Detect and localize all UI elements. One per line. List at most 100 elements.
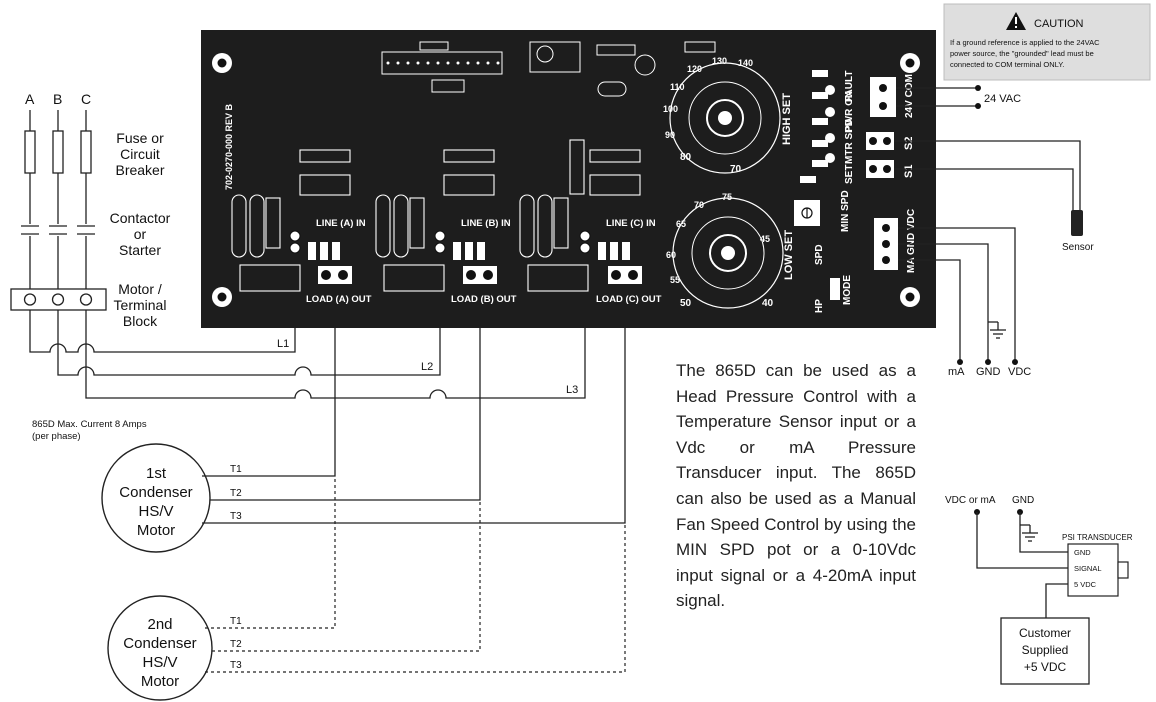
min-spd-pot: MIN SPD — [794, 190, 851, 232]
low-tick-50: 50 — [680, 298, 692, 309]
line-c-in-label: LINE (C) IN — [606, 218, 656, 229]
set-label: SET — [844, 165, 855, 184]
motor-2-wires: T1 T2 T3 — [205, 476, 626, 673]
mode-jumper: SPD MODE HP — [814, 244, 853, 313]
status-leds — [800, 70, 835, 183]
contactors — [20, 224, 96, 236]
fuse-label-1: Fuse or — [116, 130, 164, 146]
high-set-label: HIGH SET — [781, 93, 793, 145]
supply-line-2: Supplied — [1022, 643, 1069, 657]
warning-icon — [1006, 12, 1026, 30]
high-tick-80: 80 — [680, 152, 692, 163]
caution-text-line-2: power source, the "grounded" lead must b… — [950, 49, 1094, 58]
vdc-or-ma-label: VDC or mA — [945, 495, 996, 506]
phase-labels: A B C — [25, 91, 91, 107]
mounting-holes — [212, 53, 920, 307]
sensor-label: Sensor — [1062, 242, 1094, 253]
fuse-label-3: Breaker — [115, 162, 164, 178]
com-label: 24V COM — [904, 74, 915, 118]
transducer-gnd-label: GND — [1012, 495, 1034, 506]
vac-label: 24 VAC — [984, 93, 1021, 105]
ground-icon — [988, 321, 1006, 339]
transducer-ground-icon — [1020, 524, 1038, 542]
l1-label: L1 — [277, 338, 289, 350]
motor-1-line-4: Motor — [137, 522, 175, 539]
sensor-terminals: S2 S1 — [866, 132, 915, 178]
motor-1: 1st Condenser HS/V Motor — [101, 443, 211, 553]
psi-transducer: VDC or mA GND PSI TRANSDUCER GND SIGNAL … — [945, 495, 1133, 685]
description-text: The 865D can be used as a Head Pressure … — [676, 361, 916, 611]
low-tick-70: 70 — [694, 200, 704, 210]
min-spd-label: MIN SPD — [840, 190, 851, 232]
analog-input-terminal: MA GND VDC — [874, 209, 917, 273]
hp-label: HP — [814, 299, 825, 313]
motor-2-t1: T1 — [230, 616, 242, 627]
motor-1-line-2: Condenser — [119, 484, 192, 501]
low-set-label: LOW SET — [783, 230, 795, 280]
high-tick-70: 70 — [730, 164, 742, 175]
phase-a-label: A — [25, 91, 35, 107]
low-tick-75: 75 — [722, 192, 732, 202]
motor-2-line-3: HS/V — [142, 654, 177, 671]
motor-block-label-1: Motor / — [118, 281, 162, 297]
motor-2-t3: T3 — [230, 660, 242, 671]
motor-1-wires: T1 T2 T3 — [202, 283, 626, 524]
motor-block-label-3: Block — [123, 313, 158, 329]
high-tick-130: 130 — [712, 56, 727, 66]
pwr-on-label: PWR ON — [844, 91, 855, 132]
phase-b-label: B — [53, 91, 62, 107]
mtr-spd-label: MTR SPD — [844, 119, 855, 164]
load-out-terminals — [318, 266, 642, 284]
phase-c-label: C — [81, 91, 91, 107]
low-tick-55: 55 — [670, 275, 680, 285]
caution-box: CAUTION If a ground reference is applied… — [943, 3, 1151, 81]
vdc-label: VDC — [1008, 366, 1031, 378]
spd-label: SPD — [814, 244, 825, 265]
right-wiring: 24 VAC Sensor mA GND VDC — [894, 85, 1094, 378]
motor-2-line-4: Motor — [141, 673, 179, 690]
motor-2: 2nd Condenser HS/V Motor — [107, 595, 213, 701]
line-b-in-label: LINE (B) IN — [461, 218, 511, 229]
high-tick-120: 120 — [687, 64, 702, 74]
contactor-label-2: or — [134, 226, 147, 242]
circuit-board: 702-0270-000 REV B — [201, 30, 936, 328]
fuse-label-2: Circuit — [120, 146, 160, 162]
transducer-pin-signal: SIGNAL — [1074, 564, 1102, 573]
caution-text-line-1: If a ground reference is applied to the … — [950, 38, 1100, 47]
com-terminal: 24V COM — [870, 74, 915, 118]
line-wires: L1 L2 L3 — [29, 248, 586, 399]
low-tick-45: 45 — [760, 234, 770, 244]
contactor-label-1: Contactor — [110, 210, 171, 226]
fuses — [24, 130, 92, 174]
motor-1-t3: T3 — [230, 511, 242, 522]
transducer-pin-gnd: GND — [1074, 548, 1091, 557]
high-set-dial: 80 90 100 110 120 130 140 70 HIGH SET — [663, 56, 793, 175]
line-a-in-label: LINE (A) IN — [316, 218, 366, 229]
load-a-out-label: LOAD (A) OUT — [306, 294, 372, 305]
motor-1-t1: T1 — [230, 464, 242, 475]
contactor-label-3: Starter — [119, 242, 161, 258]
transducer-title: PSI TRANSDUCER — [1062, 533, 1133, 542]
s1-label: S1 — [903, 165, 915, 178]
max-current-label-2: (per phase) — [32, 431, 81, 442]
board-part-number: 702-0270-000 REV B — [224, 103, 234, 190]
ma-label: mA — [948, 366, 965, 378]
low-tick-60: 60 — [666, 250, 676, 260]
high-tick-100: 100 — [663, 104, 678, 114]
low-tick-65: 65 — [676, 219, 686, 229]
caution-text-line-3: connected to COM terminal ONLY. — [950, 60, 1064, 69]
motor-2-line-1: 2nd — [147, 616, 172, 633]
max-current-label-1: 865D Max. Current 8 Amps — [32, 419, 147, 430]
fault-label: FAULT — [844, 71, 855, 102]
transducer-pin-5vdc: 5 VDC — [1074, 580, 1097, 589]
load-c-out-label: LOAD (C) OUT — [596, 294, 662, 305]
s2-label: S2 — [903, 137, 915, 150]
motor-block-label-2: Terminal — [114, 297, 167, 313]
motor-1-t2: T2 — [230, 488, 242, 499]
motor-1-line-1: 1st — [146, 465, 167, 482]
terminal-block — [10, 288, 107, 311]
motor-2-t2: T2 — [230, 639, 242, 650]
line-in-terminals — [289, 230, 591, 254]
l3-label: L3 — [566, 384, 578, 396]
motor-2-line-2: Condenser — [123, 635, 196, 652]
